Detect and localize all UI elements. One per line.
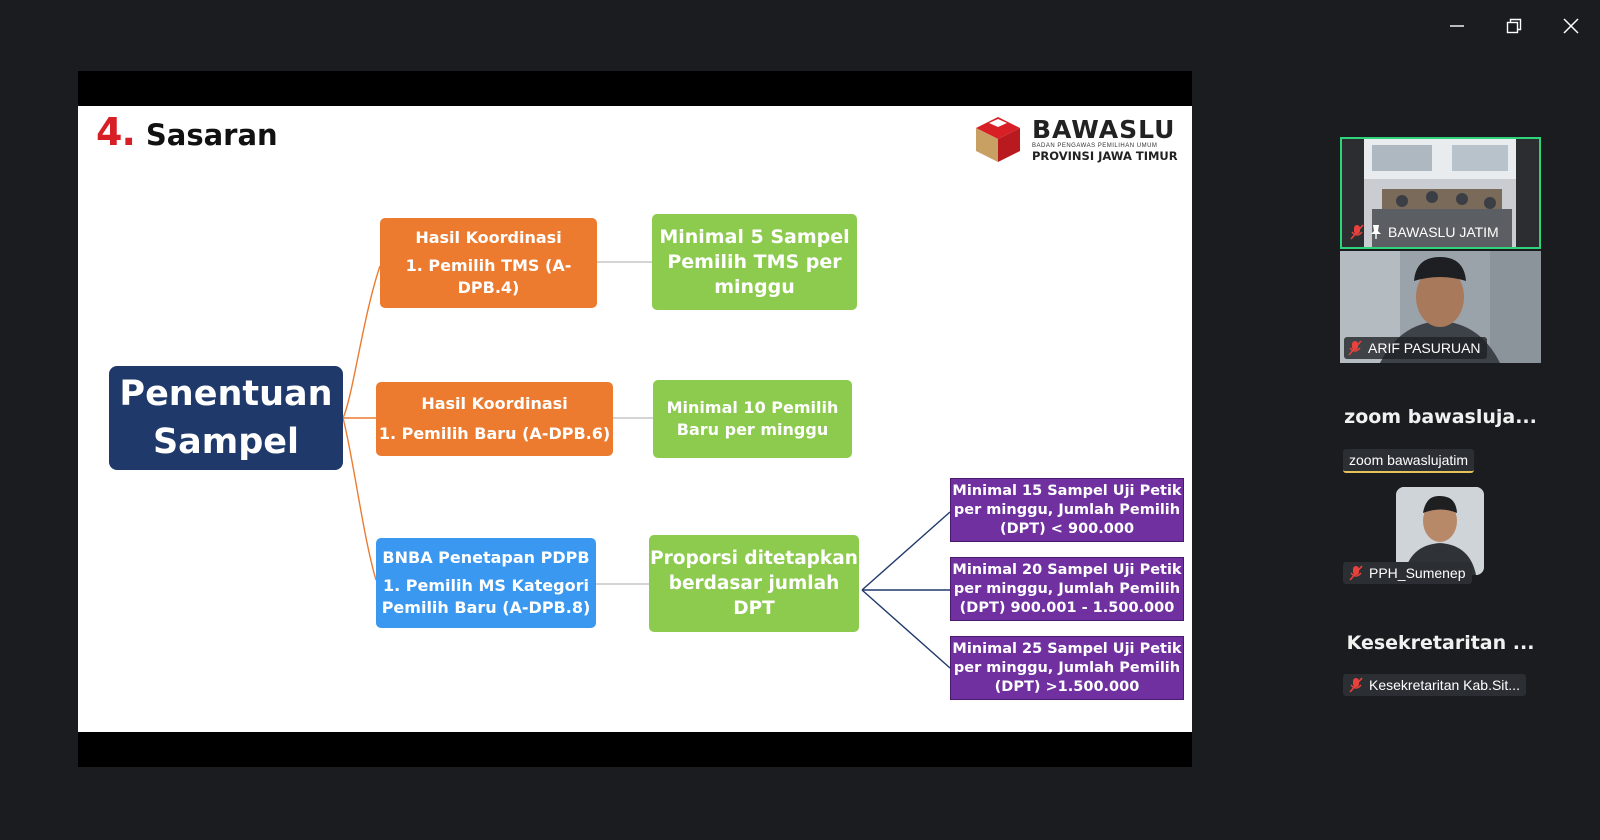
branch3-source-line-2: 1. Pemilih MS Kategori	[383, 576, 589, 595]
branch2-target-box: Minimal 10 Pemilih Baru per minggu	[653, 380, 852, 458]
logo-province: PROVINSI JAWA TIMUR	[1032, 148, 1178, 163]
participant-avatar-pph-sumenep[interactable]	[1396, 487, 1484, 575]
participant-tile-arif-pasuruan[interactable]: ARIF PASURUAN	[1340, 251, 1541, 363]
participant-name: BAWASLU JATIM	[1388, 224, 1499, 240]
branch2-source-line-1: Hasil Koordinasi	[421, 394, 568, 413]
mic-muted-icon	[1348, 340, 1362, 356]
branch2-source-box: Hasil Koordinasi 1. Pemilih Baru (A-DPB.…	[376, 382, 613, 456]
slide-number-dot: .	[121, 110, 136, 154]
participant-name: Kesekretaritan Kab.Sit...	[1369, 677, 1520, 693]
branch2-source-line-2: 1. Pemilih Baru (A-DPB.6)	[378, 424, 611, 443]
participant-name-tag-pph-sumenep: PPH_Sumenep	[1343, 562, 1472, 584]
logo-subtitle: BADAN PENGAWAS PEMILIHAN UMUM	[1032, 142, 1158, 149]
root-line-2: Sampel	[152, 422, 300, 462]
leaf1-line-2: per minggu, Jumlah Pemilih	[953, 501, 1181, 518]
branch1-source-box: Hasil Koordinasi 1. Pemilih TMS (A- DPB.…	[380, 218, 597, 308]
bawaslu-cube-icon	[976, 117, 1020, 162]
branch3-source-line-3: Pemilih Baru (A-DPB.8)	[381, 598, 591, 617]
branch2-target-line-2: Baru per minggu	[676, 420, 829, 439]
restore-icon	[1506, 18, 1522, 34]
participant-tile-zoom-title[interactable]: zoom bawasluja...	[1344, 406, 1537, 428]
minimize-icon	[1450, 25, 1464, 27]
leaf2-line-2: per minggu, Jumlah Pemilih	[953, 580, 1181, 597]
leaf1-line-1: Minimal 15 Sampel Uji Petik	[952, 482, 1182, 499]
branch3-target-box: Proporsi ditetapkan berdasar jumlah DPT	[649, 535, 859, 632]
participant-name-tag-zoom: zoom bawaslujatim	[1343, 449, 1475, 473]
leaf3-line-1: Minimal 25 Sampel Uji Petik	[952, 640, 1182, 657]
slide-heading: 4. Sasaran	[96, 110, 278, 154]
leaf-box-3: Minimal 25 Sampel Uji Petik per minggu, …	[950, 636, 1184, 700]
branch1-target-line-2: Pemilih TMS per	[667, 250, 842, 273]
restore-button[interactable]	[1499, 12, 1529, 40]
branch1-source-line-3: DPB.4)	[457, 278, 520, 297]
video-feed-room	[1364, 139, 1516, 247]
close-button[interactable]	[1556, 12, 1586, 40]
branch1-target-line-3: minggu	[714, 275, 795, 298]
avatar-photo	[1396, 487, 1484, 575]
pin-icon	[1371, 225, 1381, 239]
mic-muted-icon	[1349, 677, 1363, 693]
participant-name: ARIF PASURUAN	[1368, 340, 1481, 356]
branch3-target-line-1: Proporsi ditetapkan	[650, 548, 858, 569]
close-icon	[1563, 18, 1579, 34]
branch1-source-line-2: 1. Pemilih TMS (A-	[405, 256, 572, 275]
branch3-target-line-2: berdasar jumlah DPT	[668, 573, 840, 619]
participant-name-tag-kesekretaritan: Kesekretaritan Kab.Sit...	[1343, 674, 1526, 696]
leaf2-line-3: (DPT) 900.001 - 1.500.000	[959, 599, 1175, 616]
participant-name: zoom bawaslujatim	[1349, 452, 1469, 468]
diagram-connectors	[342, 261, 951, 669]
bawaslu-logo: BAWASLU BADAN PENGAWAS PEMILIHAN UMUM PR…	[972, 114, 1178, 164]
branch1-target-line-1: Minimal 5 Sampel	[659, 225, 850, 248]
presentation-slide: 4. Sasaran BAWASLU BADAN PENGAWAS PEMILI…	[78, 106, 1192, 732]
branch3-source-line-1: BNBA Penetapan PDPB	[382, 548, 590, 567]
leaf3-line-3: (DPT) >1.500.000	[994, 678, 1140, 695]
mic-muted-icon	[1350, 224, 1364, 240]
branch2-target-line-1: Minimal 10 Pemilih	[666, 398, 839, 417]
minimize-button[interactable]	[1442, 12, 1472, 40]
participant-name-tag: ARIF PASURUAN	[1344, 337, 1487, 359]
slide-number: 4	[96, 110, 122, 154]
leaf2-line-1: Minimal 20 Sampel Uji Petik	[952, 561, 1182, 578]
branch1-target-box: Minimal 5 Sampel Pemilih TMS per minggu	[652, 214, 857, 310]
branch1-source-line-1: Hasil Koordinasi	[415, 228, 562, 247]
slide-title: Sasaran	[145, 118, 278, 152]
root-line-1: Penentuan	[119, 374, 333, 414]
leaf-box-2: Minimal 20 Sampel Uji Petik per minggu, …	[950, 557, 1184, 621]
leaf3-line-2: per minggu, Jumlah Pemilih	[953, 659, 1181, 676]
leaf-box-1: Minimal 15 Sampel Uji Petik per minggu, …	[950, 478, 1184, 542]
mic-muted-icon	[1349, 565, 1363, 581]
branch3-source-box: BNBA Penetapan PDPB 1. Pemilih MS Katego…	[376, 538, 596, 628]
root-box-penentuan-sampel: Penentuan Sampel	[109, 366, 343, 470]
leaf1-line-3: (DPT) < 900.000	[999, 520, 1135, 537]
participant-name-tag: BAWASLU JATIM	[1346, 221, 1505, 243]
logo-name: BAWASLU	[1032, 114, 1176, 144]
participant-tile-kesekretaritan-title[interactable]: Kesekretaritan ...	[1346, 632, 1535, 654]
participant-tile-bawaslu-jatim[interactable]: BAWASLU JATIM	[1340, 137, 1541, 249]
participant-name: PPH_Sumenep	[1369, 565, 1466, 581]
